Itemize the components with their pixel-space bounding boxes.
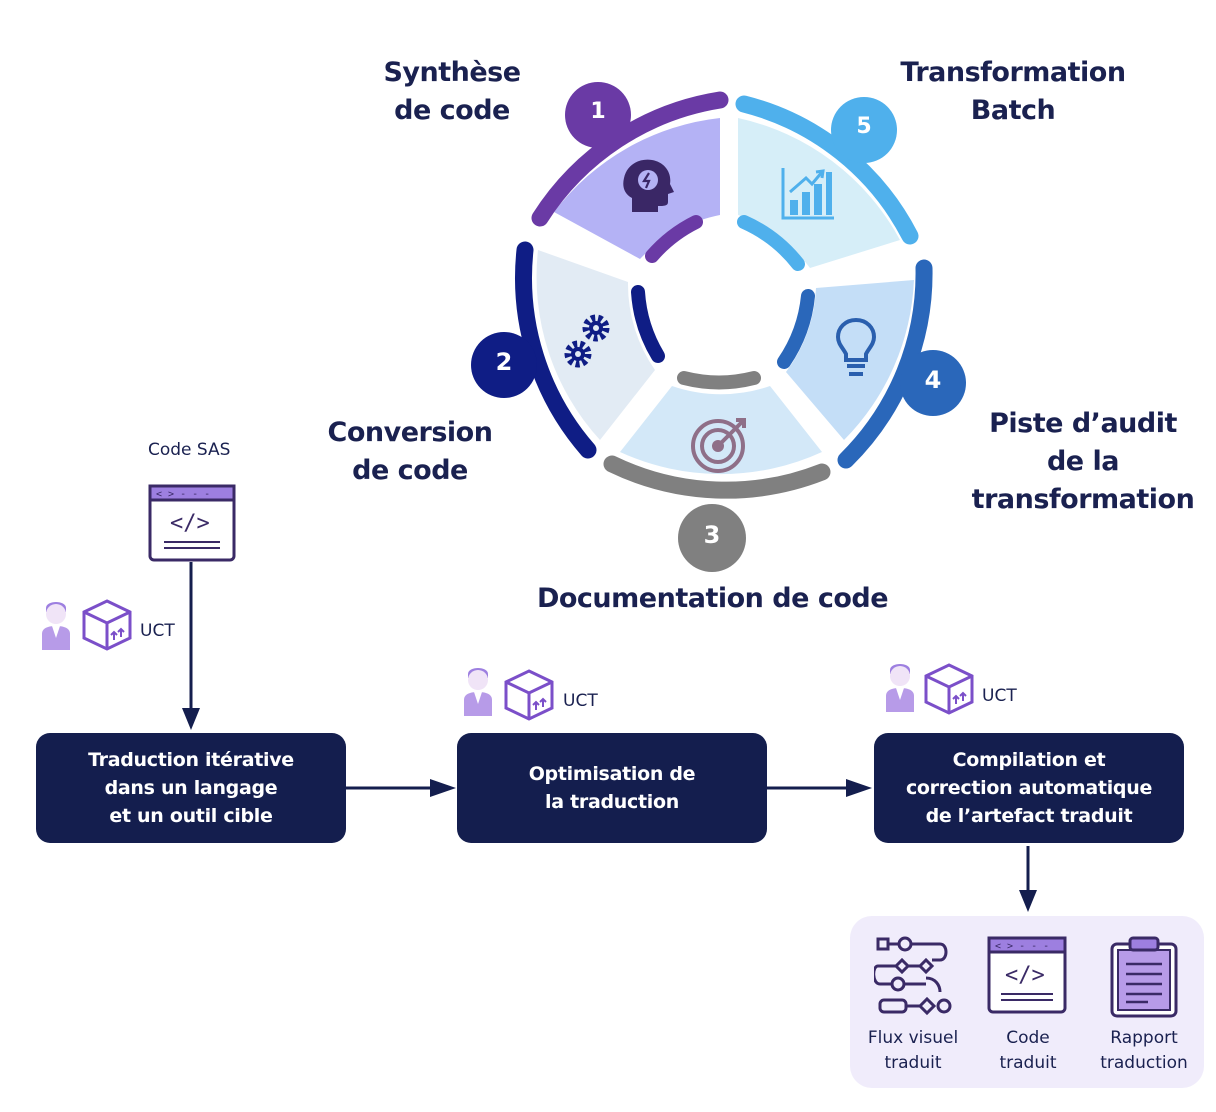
- uct-label-3: UCT: [982, 686, 1017, 706]
- code-window-icon: < > - - - </>: [148, 484, 236, 562]
- segment-3-inner-arc: [677, 371, 761, 390]
- svg-text:< > - - -: < > - - -: [156, 489, 210, 500]
- gears-icon: [564, 314, 610, 368]
- person-icon: [886, 664, 914, 712]
- segment-5-outer-arc: [735, 95, 919, 245]
- output-label-rapport: Rapport traduction: [1100, 1028, 1188, 1073]
- output-label-flux: Flux visuel traduit: [867, 1028, 959, 1073]
- segment-5-label: Transformation Batch: [900, 57, 1126, 126]
- segment-1-number: 1: [590, 99, 606, 124]
- segment-1-inner-arc: [645, 215, 703, 263]
- svg-text:</>: </>: [1005, 963, 1045, 988]
- process-step-2-label: Optimisation de la traduction: [528, 763, 696, 813]
- arrowhead-step3: [846, 779, 872, 797]
- head-bulb-icon: [623, 159, 674, 212]
- code-window-icon: < > - - - </>: [987, 936, 1067, 1014]
- segment-2-outer-arc: [515, 241, 597, 459]
- output-label-code: Code traduit: [999, 1028, 1057, 1073]
- segment-4-number: 4: [924, 366, 942, 394]
- segment-2-number: 2: [495, 348, 513, 376]
- lightbulb-icon: [835, 317, 877, 376]
- process-step-1: Traduction itérative dans un langage et …: [36, 733, 346, 843]
- svg-text:</>: </>: [170, 511, 210, 536]
- segment-2-label: Conversion de code: [327, 417, 493, 486]
- clipboard-report-icon: [1110, 936, 1178, 1018]
- segment-1-label: Synthèse de code: [383, 57, 521, 126]
- segment-1-fill: [554, 118, 720, 259]
- svg-text:< > - - -: < > - - -: [995, 941, 1049, 952]
- process-step-3: Compilation et correction automatique de…: [874, 733, 1184, 843]
- uct-label-2: UCT: [563, 691, 598, 711]
- segment-2-inner-arc: [631, 285, 665, 363]
- person-icon: [42, 602, 70, 650]
- arrowhead-step1: [182, 708, 200, 730]
- process-step-3-label: Compilation et correction automatique de…: [905, 749, 1153, 827]
- process-step-2: Optimisation de la traduction: [457, 733, 767, 843]
- process-step-1-label: Traduction itérative dans un langage et …: [88, 749, 294, 827]
- segment-5-inner-arc: [737, 215, 805, 271]
- segment-3-outer-arc: [603, 455, 831, 499]
- arrowhead-outputs: [1019, 890, 1037, 912]
- target-icon: [691, 418, 746, 473]
- uct-label-1: UCT: [140, 621, 175, 641]
- segment-3-label: Documentation de code: [536, 583, 889, 614]
- segment-3-number: 3: [703, 521, 721, 549]
- bar-chart-icon: [781, 168, 834, 220]
- arrowhead-step2: [430, 779, 456, 797]
- segment-2-fill: [536, 250, 655, 440]
- segment-4-label: Piste d’audit de la transformation: [971, 408, 1195, 515]
- segment-4-fill: [786, 280, 914, 440]
- source-label: Code SAS: [148, 440, 231, 460]
- package-icon: [924, 663, 974, 715]
- segment-3-fill: [620, 386, 822, 475]
- segment-4-outer-arc: [837, 259, 933, 469]
- package-icon: [82, 599, 132, 651]
- person-icon: [464, 668, 492, 716]
- package-icon: [504, 669, 554, 721]
- segment-5-fill: [738, 118, 900, 268]
- segment-4-inner-arc: [777, 289, 815, 369]
- segment-5-number: 5: [856, 114, 872, 139]
- segment-1-outer-arc: [531, 91, 729, 227]
- flowchart-icon: [874, 936, 952, 1016]
